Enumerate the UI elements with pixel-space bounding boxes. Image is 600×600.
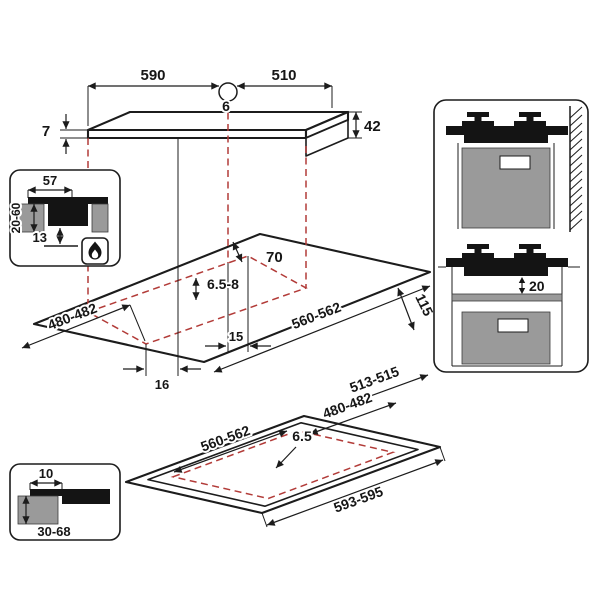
side-view-wall — [446, 106, 583, 232]
burner-icon — [514, 112, 546, 126]
dim-offset-a: 15 — [229, 329, 243, 344]
dim-shelf-gap: 20 — [529, 278, 545, 294]
hob-body-side — [464, 135, 548, 143]
dim-flush-thickness: 30-68 — [37, 524, 70, 539]
burner-icon — [462, 244, 494, 258]
hob-top-face — [86, 110, 350, 132]
dim-rebate: 6.5 — [292, 428, 312, 444]
cabinet-vent-2 — [497, 318, 529, 333]
dim-rim-height: 7 — [42, 123, 50, 140]
dim-rebate-width: 10 — [39, 466, 53, 481]
hob-glass-side — [446, 126, 568, 135]
shelf-panel — [451, 293, 563, 302]
dim-clearance-13: 13 — [33, 230, 47, 245]
dim-glass-thickness: 6.5-8 — [207, 276, 239, 292]
worktop-section-left — [15, 203, 45, 233]
hob-front-face — [86, 128, 308, 140]
glass-section — [28, 197, 108, 204]
burner-icon — [462, 112, 494, 126]
hob-glass-side-2 — [446, 258, 568, 267]
dim-hob-depth: 510 — [271, 67, 296, 84]
flush-cutout-outline — [170, 429, 396, 500]
side-view-shelf: 20 — [438, 244, 580, 367]
burner-icon — [514, 244, 546, 258]
flush-worktop-section — [17, 495, 59, 525]
edge-section-detail: 57 20-60 13 — [7, 169, 121, 267]
dim-hole: 6 — [222, 98, 230, 114]
flame-icon — [81, 237, 109, 265]
flush-section-detail: 10 30-68 — [9, 463, 121, 541]
installation-side-views: 20 — [433, 99, 589, 373]
dim-offset-b: 16 — [155, 377, 169, 392]
dim-edge-width: 57 — [43, 173, 57, 188]
flush-body-section — [62, 496, 110, 504]
hob-body-side-2 — [464, 267, 548, 276]
hob-body-section — [48, 204, 88, 226]
flush-glass-section — [30, 489, 110, 496]
dim-hob-width: 590 — [140, 67, 165, 84]
dim-total-height: 42 — [364, 118, 381, 135]
dim-rear-gap: 70 — [266, 249, 283, 266]
cabinet-vent — [499, 155, 531, 170]
hob-dimensions: 590 510 6 7 42 — [40, 65, 383, 154]
dim-worktop-thickness: 20-60 — [9, 202, 23, 233]
wall-hatch — [569, 106, 583, 231]
worktop-section-right — [91, 203, 109, 233]
